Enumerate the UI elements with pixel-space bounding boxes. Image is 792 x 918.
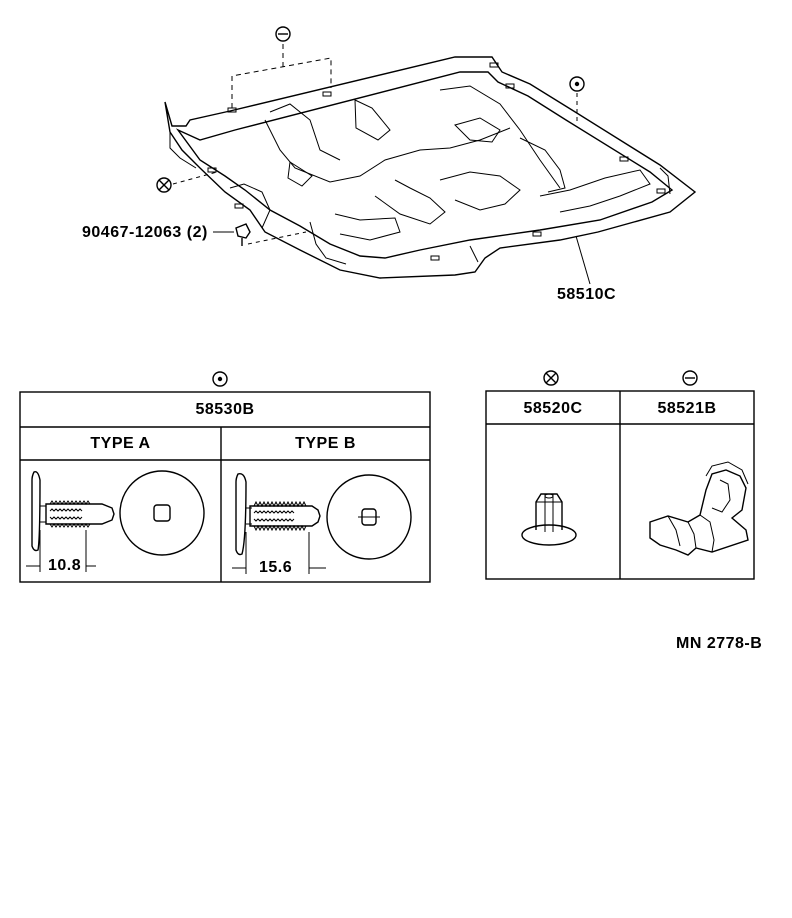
table-left-circle-dot-icon [212,371,228,387]
circle-x-icon [156,171,218,193]
fastener-screw-icon [213,223,307,246]
circle-minus-icon [275,26,291,42]
circle-dot-icon [569,76,585,125]
diagram-code: MN 2778-B [676,635,763,652]
nut-58520c-illustration [521,493,577,546]
part-58510c-leader [575,235,591,285]
clip-a-leader [231,44,332,108]
floor-carpet-illustration [164,56,697,279]
type-b-label: TYPE B [295,435,356,452]
table-right-circle-minus-icon [682,370,698,386]
table-right-frame [485,390,755,580]
type-a-label: TYPE A [90,435,151,452]
clip-58521b-illustration [649,461,749,556]
carpet-part-number: 58510C [557,286,617,303]
type-b-clip-illustration [232,472,412,574]
type-b-dimension: 15.6 [259,559,293,576]
fastener-part-number: 90467-12063 (2) [82,224,208,241]
type-a-dimension: 10.8 [48,557,82,574]
table-right-header-58521b: 58521B [657,400,717,417]
table-left-frame [19,391,431,583]
table-right-circle-x-icon [543,370,559,386]
table-right-header-58520c: 58520C [523,400,583,417]
table-left-header: 58530B [195,401,255,418]
type-a-clip-illustration [26,470,205,572]
